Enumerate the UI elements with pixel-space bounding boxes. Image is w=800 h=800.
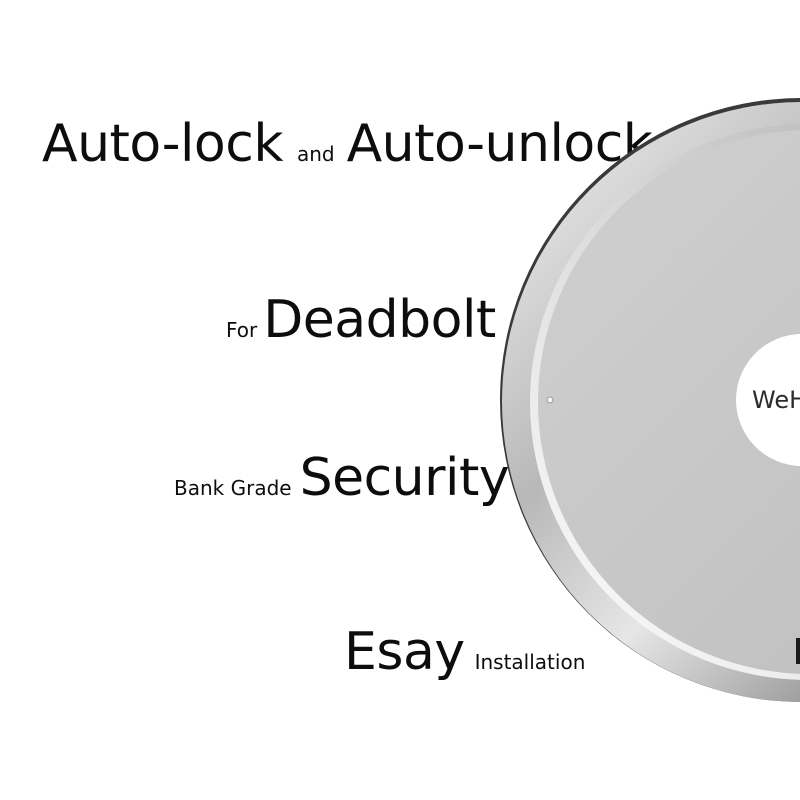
indicator-dot-icon bbox=[546, 396, 554, 404]
deadbolt-text: Deadbolt bbox=[263, 290, 496, 350]
for-text: For bbox=[226, 318, 258, 342]
bank-grade-text: Bank Grade bbox=[174, 476, 292, 500]
esay-text: Esay bbox=[344, 622, 465, 682]
auto-lock-text: Auto-lock bbox=[42, 114, 283, 174]
edge-mark-icon bbox=[796, 638, 800, 664]
lock-center-disc bbox=[736, 334, 800, 466]
and-text: and bbox=[296, 142, 335, 166]
smart-lock-image: WeH bbox=[500, 98, 800, 702]
installation-text: Installation bbox=[474, 650, 586, 674]
brand-logo-text: WeH bbox=[752, 386, 800, 414]
smart-lock-graphic bbox=[500, 98, 800, 702]
lock-face bbox=[538, 130, 800, 674]
auto-unlock-text: Auto-unlock bbox=[346, 114, 653, 174]
security-text: Security bbox=[299, 448, 510, 508]
